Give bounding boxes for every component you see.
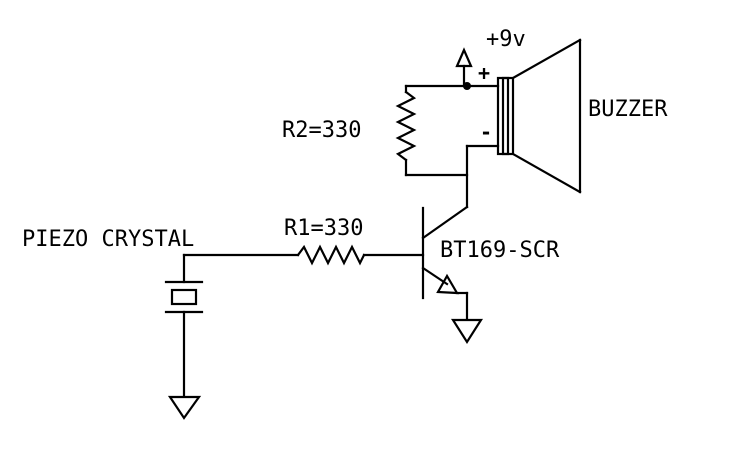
scr-transistor-icon [421, 205, 469, 320]
r1-label: R1=330 [284, 216, 363, 241]
ground-icon [167, 395, 202, 420]
buzzer-minus-label: - [480, 120, 492, 144]
piezo-crystal-label: PIEZO CRYSTAL [22, 227, 194, 252]
resistor-r2-icon [395, 84, 417, 177]
piezo-crystal-icon [164, 253, 204, 397]
scr-label: BT169-SCR [440, 238, 560, 263]
ground-icon [450, 318, 484, 345]
supply-label: +9v [486, 27, 526, 52]
buzzer-plus-label: + [478, 61, 490, 85]
r2-return-wire [404, 144, 469, 209]
resistor-r1-icon [182, 244, 425, 266]
buzzer-icon [496, 38, 582, 194]
buzzer-label: BUZZER [588, 97, 668, 122]
r2-label: R2=330 [282, 118, 361, 143]
supply-arrow-icon [455, 47, 473, 88]
